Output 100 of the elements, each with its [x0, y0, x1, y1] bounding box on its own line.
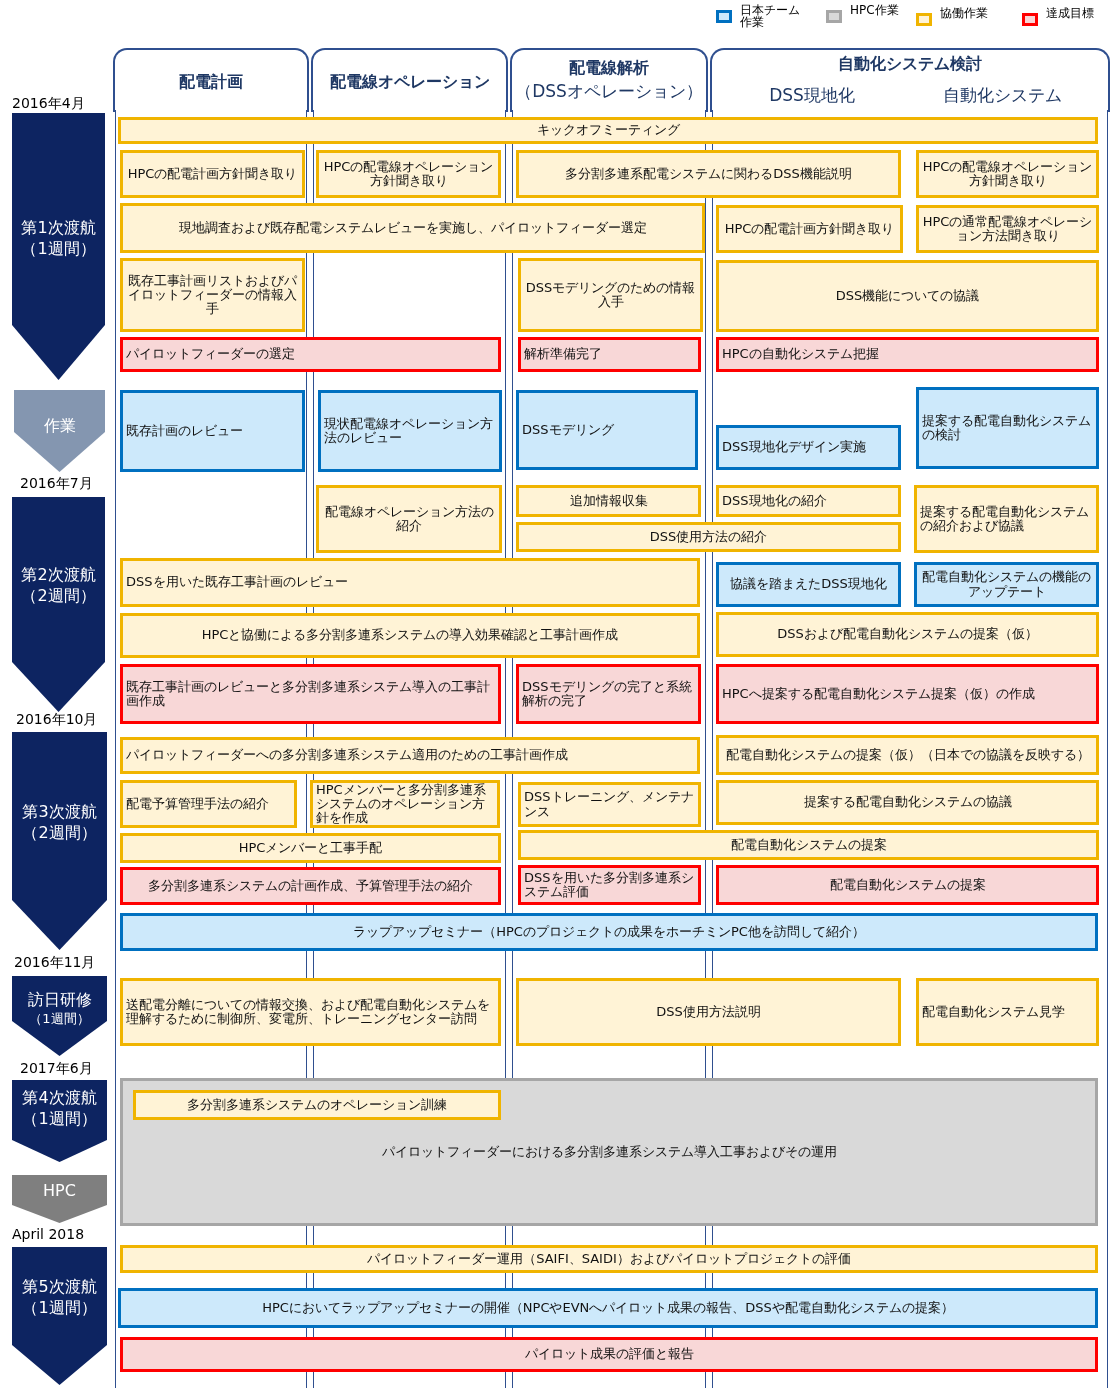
task-box — [316, 485, 502, 553]
task-box — [916, 205, 1099, 253]
task-text: DSSトレーニング、メンテナンス — [524, 790, 695, 819]
task-text: 追加情報収集 — [569, 494, 648, 508]
phase-banner — [12, 1175, 107, 1223]
column-title: 配電線オペレーション — [328, 72, 491, 93]
phase-title: 第4次渡航 — [22, 1088, 97, 1109]
column-header-tab — [311, 48, 508, 112]
phase-title: 第5次渡航 — [22, 1277, 97, 1298]
goal-box — [120, 337, 501, 372]
date-label: 2016年7月 — [20, 475, 93, 493]
task-text: DSSを用いた既存工事計画のレビュー — [126, 575, 348, 590]
task-text: 提案する配電自動化システムの紹介および協議 — [920, 504, 1090, 534]
goal-box — [518, 865, 701, 905]
phase-duration: （1週間） — [29, 1010, 90, 1028]
task-text: DSSモデリングの完了と系統解析の完了 — [522, 679, 693, 709]
task-box — [516, 150, 901, 198]
task-text: HPCの配電計画方針聞き取り — [724, 222, 895, 236]
task-text: DSSを用いた多分割多連系システム評価 — [524, 870, 695, 900]
column-header-tab — [113, 48, 309, 112]
task-text: 提案する配電自動化システムの検討 — [922, 413, 1092, 443]
goal-box — [518, 337, 701, 372]
task-text: HPCメンバーと工事手配 — [238, 841, 383, 855]
task-text: 配電線オペレーション方法の紹介 — [323, 504, 495, 534]
task-box — [118, 117, 1098, 144]
task-text: 提案する配電自動化システムの協議 — [803, 795, 1012, 810]
task-box — [716, 780, 1099, 825]
column-subtitle: （DSSオペレーション） — [514, 80, 704, 103]
goal-box — [716, 865, 1099, 905]
task-text: 既存計画のレビュー — [126, 424, 243, 438]
task-text: 配電自動化システム見学 — [922, 1005, 1065, 1019]
column-subtitle: DSS現地化 — [768, 84, 856, 107]
task-box — [716, 485, 901, 517]
task-box — [716, 425, 901, 470]
task-box — [120, 913, 1098, 951]
task-text: 現地調査および既存配電システムレビューを実施し、パイロットフィーダー選定 — [178, 221, 647, 235]
date-label: 2016年4月 — [12, 95, 85, 113]
phase-title: 訪日研修 — [27, 990, 92, 1011]
phase-banner — [12, 497, 105, 712]
task-text: 既存工事計画リストおよびパイロットフィーダーの情報入手 — [127, 273, 298, 317]
task-box — [914, 562, 1099, 607]
task-box — [516, 485, 701, 517]
task-text: HPCへ提案する配電自動化システム提案（仮）の作成 — [722, 687, 1035, 701]
column-subtitle: 自動化システム — [941, 84, 1063, 107]
task-box — [516, 522, 901, 552]
task-text: 配電自動化システムの機能のアップテート — [921, 570, 1092, 599]
task-text: パイロット成果の評価と報告 — [524, 1347, 694, 1362]
task-box — [716, 205, 903, 253]
goal-box — [716, 337, 1099, 372]
task-text: DSSモデリング — [522, 423, 614, 437]
task-box — [120, 613, 700, 658]
goal-box — [120, 867, 501, 905]
task-text: HPCの自動化システム把握 — [722, 347, 879, 362]
column-title: 配電線解析 — [568, 58, 650, 79]
task-text: 配電予算管理手法の紹介 — [126, 797, 269, 811]
task-box — [120, 203, 705, 253]
task-box — [120, 1245, 1098, 1273]
task-text: 現状配電線オペレーション方法のレビュー — [324, 416, 494, 446]
task-box — [120, 737, 700, 774]
task-box — [120, 978, 501, 1046]
phase-duration: （2週間） — [21, 585, 96, 607]
task-text: HPCと協働による多分割多連系システムの導入効果確認と工事計画作成 — [201, 628, 619, 643]
task-text: 多分割多連系システムのオペレーション訓練 — [187, 1098, 447, 1112]
phase-title: 第3次渡航 — [22, 802, 97, 823]
task-box — [716, 260, 1099, 332]
task-box — [120, 258, 305, 332]
task-text: HPCの配電線オペレーション方針聞き取り — [922, 159, 1093, 189]
task-text: HPCの配電線オペレーション方針聞き取り — [322, 159, 495, 189]
task-box — [120, 150, 305, 198]
goal-box — [120, 1337, 1098, 1372]
task-text: DSS機能についての協議 — [835, 289, 980, 303]
date-label: 2017年6月 — [20, 1060, 93, 1078]
task-text: 配電自動化システムの提案 — [730, 838, 887, 852]
phase-duration: （1週間） — [22, 1108, 97, 1130]
task-box — [916, 978, 1099, 1046]
task-box — [916, 150, 1099, 198]
task-text: DSSおよび配電自動化システムの提案（仮） — [777, 627, 1038, 642]
goal-box — [516, 664, 701, 724]
phase-title: 第1次渡航 — [21, 218, 96, 239]
legend-text: HPC作業 — [850, 4, 900, 16]
goal-box — [716, 664, 1099, 724]
goal-box — [120, 664, 501, 724]
task-text: HPCメンバーと多分割多連系システムのオペレーション方針を作成 — [316, 782, 487, 826]
task-text: 多分割多連系配電システムに関わるDSS機能説明 — [565, 167, 852, 181]
phase-banner — [14, 390, 105, 472]
phase-banner — [12, 732, 107, 950]
task-box — [516, 978, 901, 1046]
column-title: 自動化システム検討 — [837, 54, 983, 75]
task-box — [118, 1288, 1098, 1328]
task-box — [716, 562, 901, 607]
column-title: 配電計画 — [178, 72, 244, 93]
task-box — [316, 150, 501, 198]
phase-duration: （2週間） — [22, 822, 97, 844]
task-box — [120, 780, 297, 828]
task-text: パイロットフィーダーの選定 — [126, 347, 295, 362]
task-box — [916, 387, 1099, 469]
task-box — [310, 780, 500, 828]
phase-title: 作業 — [43, 416, 76, 437]
task-text: HPCの配電計画方針聞き取り — [127, 167, 298, 181]
task-box — [133, 1090, 501, 1120]
